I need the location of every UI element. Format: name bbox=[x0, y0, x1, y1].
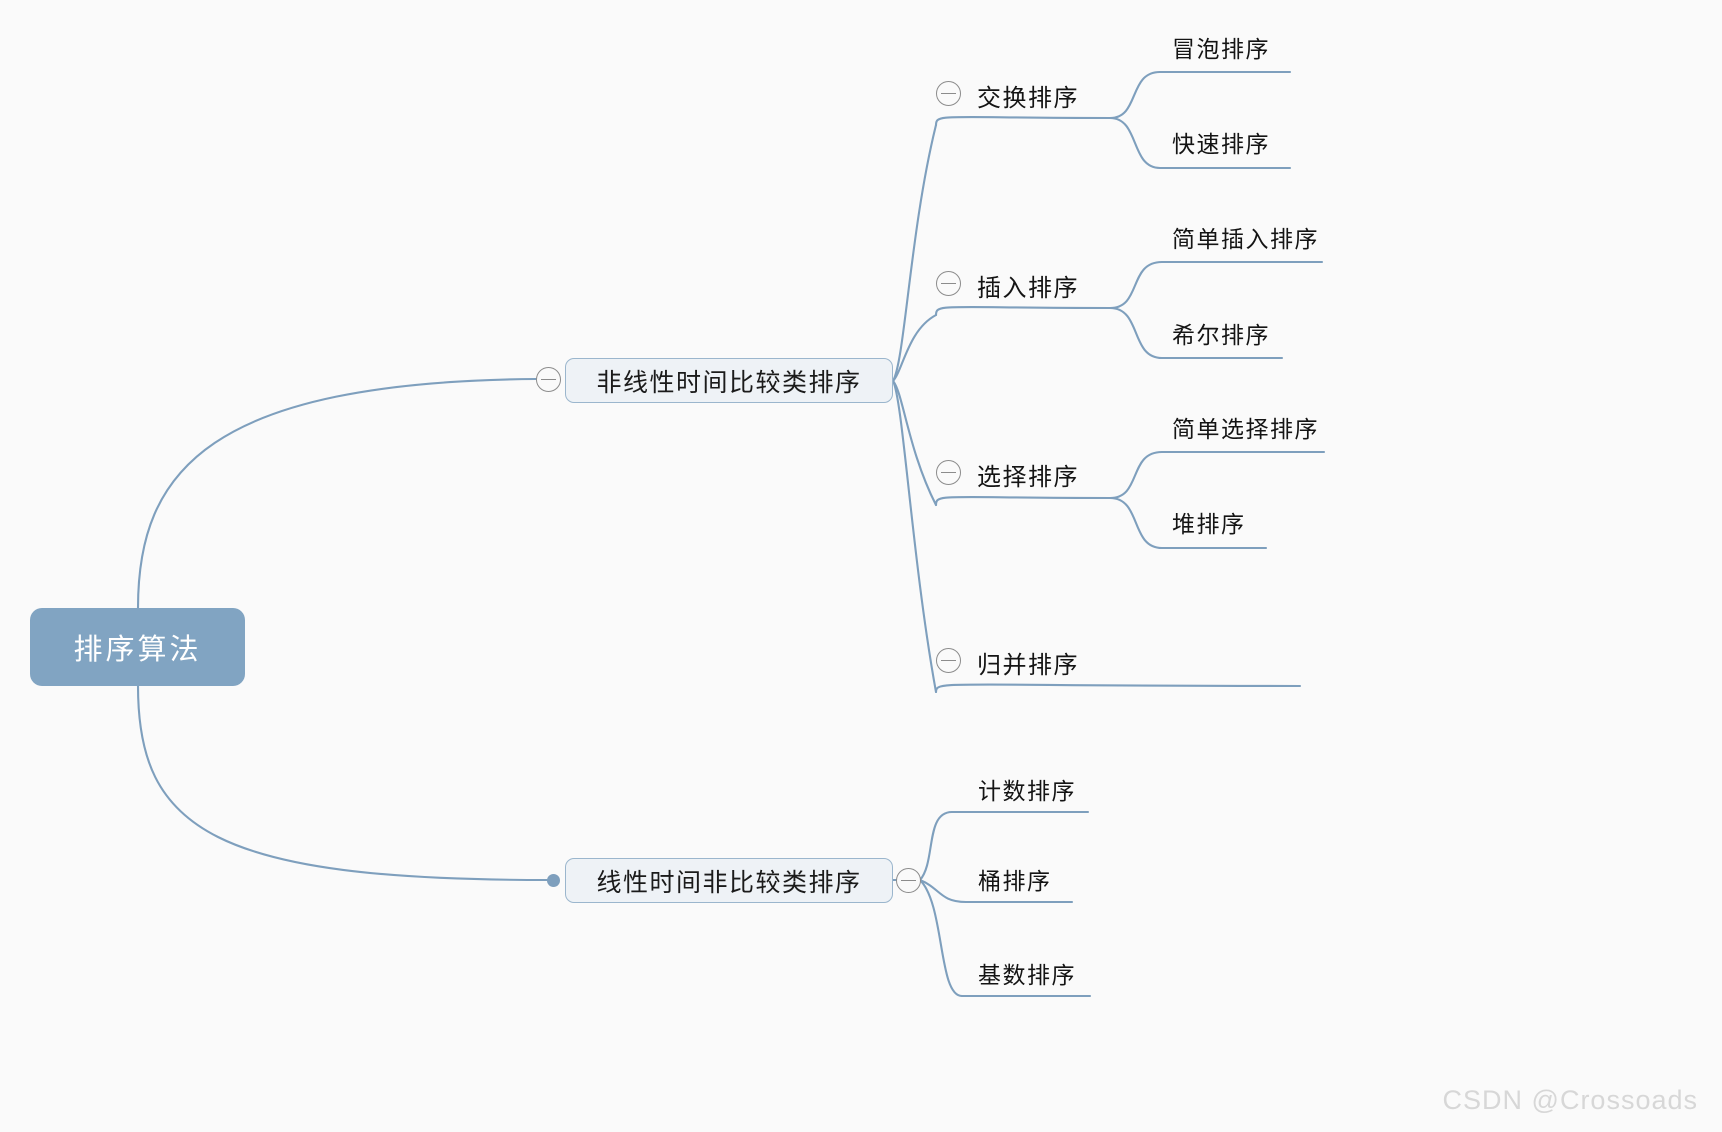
node-exchange-sort-label: 交换排序 bbox=[977, 85, 1079, 112]
node-bucket-sort[interactable]: 桶排序 bbox=[978, 862, 1052, 896]
node-nonlinear-comparison-sort[interactable]: 非线性时间比较类排序 bbox=[565, 358, 893, 403]
collapse-toggle-merge-sort[interactable] bbox=[936, 648, 961, 673]
collapse-toggle-exchange-sort[interactable] bbox=[936, 81, 961, 106]
node-selection-sort-label: 选择排序 bbox=[977, 464, 1079, 491]
node-insertion-sort-label: 插入排序 bbox=[977, 275, 1079, 302]
node-quick-sort[interactable]: 快速排序 bbox=[1172, 125, 1270, 159]
node-exchange-sort[interactable]: 交换排序 bbox=[977, 78, 1079, 113]
collapse-toggle-nonlinear[interactable] bbox=[536, 367, 561, 392]
node-merge-sort-label: 归并排序 bbox=[977, 652, 1079, 679]
node-counting-sort[interactable]: 计数排序 bbox=[978, 772, 1076, 806]
node-radix-sort-label: 基数排序 bbox=[978, 962, 1076, 988]
node-bubble-sort-label: 冒泡排序 bbox=[1172, 36, 1270, 62]
node-quick-sort-label: 快速排序 bbox=[1172, 131, 1270, 157]
node-shell-sort[interactable]: 希尔排序 bbox=[1172, 316, 1270, 350]
csdn-watermark-text: CSDN @Crossoads bbox=[1442, 1085, 1698, 1115]
node-radix-sort[interactable]: 基数排序 bbox=[978, 956, 1076, 990]
root-node[interactable]: 排序算法 bbox=[30, 608, 245, 686]
node-bucket-sort-label: 桶排序 bbox=[978, 868, 1052, 894]
node-counting-sort-label: 计数排序 bbox=[978, 778, 1076, 804]
node-shell-sort-label: 希尔排序 bbox=[1172, 322, 1270, 348]
node-simple-selection-sort[interactable]: 简单选择排序 bbox=[1172, 410, 1319, 444]
collapse-toggle-selection-sort[interactable] bbox=[936, 460, 961, 485]
node-heap-sort-label: 堆排序 bbox=[1172, 511, 1246, 537]
collapse-toggle-insertion-sort[interactable] bbox=[936, 271, 961, 296]
node-selection-sort[interactable]: 选择排序 bbox=[977, 457, 1079, 492]
node-heap-sort[interactable]: 堆排序 bbox=[1172, 505, 1246, 539]
collapse-toggle-linear[interactable] bbox=[896, 868, 921, 893]
node-bubble-sort[interactable]: 冒泡排序 bbox=[1172, 30, 1270, 64]
node-linear-noncomparison-sort-label: 线性时间非比较类排序 bbox=[596, 868, 862, 897]
node-simple-selection-sort-label: 简单选择排序 bbox=[1172, 416, 1319, 442]
bullet-dot-icon-linear bbox=[547, 874, 560, 887]
node-insertion-sort[interactable]: 插入排序 bbox=[977, 268, 1079, 303]
node-linear-noncomparison-sort[interactable]: 线性时间非比较类排序 bbox=[565, 858, 893, 903]
node-simple-insertion-sort[interactable]: 简单插入排序 bbox=[1172, 220, 1319, 254]
node-merge-sort[interactable]: 归并排序 bbox=[977, 645, 1079, 680]
node-simple-insertion-sort-label: 简单插入排序 bbox=[1172, 226, 1319, 252]
root-node-label: 排序算法 bbox=[73, 634, 202, 666]
csdn-watermark: CSDN @Crossoads bbox=[1443, 1085, 1698, 1116]
node-nonlinear-comparison-sort-label: 非线性时间比较类排序 bbox=[596, 368, 862, 397]
